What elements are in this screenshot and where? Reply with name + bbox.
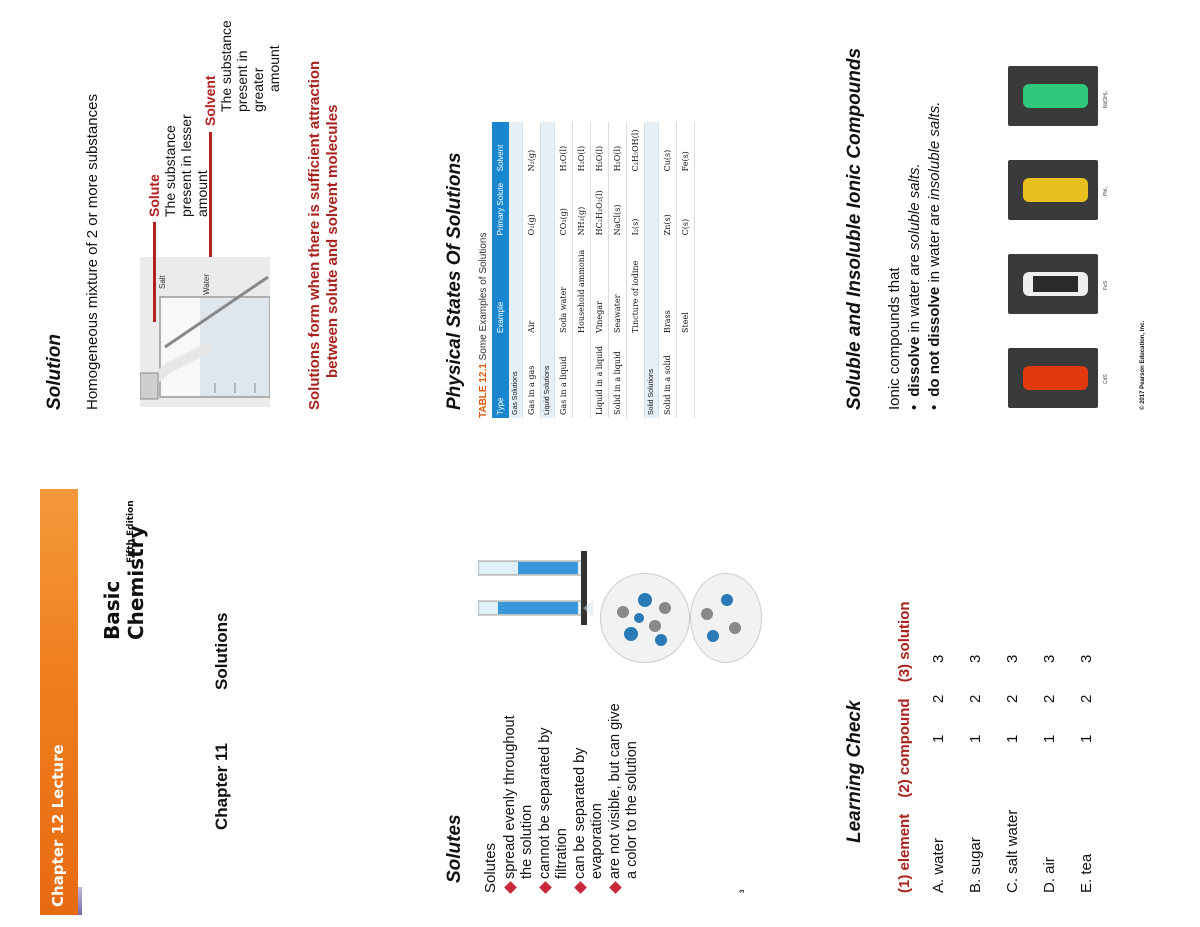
question-row: B. sugar 1 2 3: [967, 654, 984, 893]
slide-title: Solution: [44, 334, 65, 410]
lead-text: Solutes: [482, 842, 499, 893]
solvent-term: Solvent: [202, 75, 218, 126]
particle-sphere-right: [690, 573, 762, 663]
table-header-row: Type Example Primary Solute Solvent: [492, 122, 509, 418]
tube-label: CdS: [1103, 374, 1109, 384]
attraction-note: Solutions form when there is sufficient …: [306, 60, 341, 410]
lecture-bar: Chapter 12 Lecture: [40, 489, 78, 915]
solute-term: Solute: [146, 174, 162, 217]
salt-label: Salt: [158, 275, 167, 289]
insoluble-bullet: do not dissolve in water are insoluble s…: [926, 102, 943, 410]
table-section: Gas Solutions: [509, 122, 523, 418]
slide-learning-check: Learning Check (1) element (2) compound …: [840, 489, 1170, 915]
test-tube-fes: [1008, 254, 1098, 314]
bullet: cannot be separated by filtration: [537, 693, 571, 893]
intro-text: Ionic compounds that: [886, 267, 903, 410]
question-row: C. salt water 1 2 3: [1004, 654, 1021, 893]
answer-categories: (1) element (2) compound (3) solution: [896, 601, 913, 893]
tube-label: Ni(OH)₂: [1103, 90, 1109, 109]
solute-properties: spread evenly throughout the solution ca…: [502, 693, 642, 893]
slide-title: Soluble and Insoluble Ionic Compounds: [844, 47, 865, 410]
solutions-table: TABLE 12.1 Some Examples of Solutions Ty…: [478, 122, 695, 418]
page-number: 3: [740, 889, 746, 893]
table-caption: TABLE 12.1 Some Examples of Solutions: [478, 232, 489, 418]
copyright: © 2017 Pearson Education, Inc.: [1140, 320, 1146, 410]
slide-ionic-compounds: Soluble and Insoluble Ionic Compounds Io…: [840, 12, 1170, 442]
question-row: D. air 1 2 3: [1041, 654, 1058, 893]
bar-decoration: [78, 887, 82, 915]
chapter-number: Chapter 11: [212, 743, 231, 830]
question-row: E. tea 1 2 3: [1078, 654, 1095, 893]
slide-title: Chapter 12 Lecture Basic Chemistry Fifth…: [40, 489, 370, 915]
test-tube-nioh2: [1008, 66, 1098, 126]
slide-solutes: Solutes Solutes spread evenly throughout…: [440, 489, 765, 915]
solute-label: Solute The substance present in lesser a…: [146, 114, 210, 217]
bullet: spread evenly throughout the solution: [502, 693, 536, 893]
tube-label: PbI₂: [1103, 186, 1109, 196]
table-section: Solid Solutions: [644, 122, 659, 418]
slide-title: Physical States Of Solutions: [444, 152, 465, 410]
edition-label: Fifth Edition: [126, 500, 136, 563]
bullet: are not visible, but can give a color to…: [607, 693, 641, 893]
bar-label: Chapter 12 Lecture: [49, 744, 67, 907]
beaker-photo: Salt Water: [139, 257, 271, 407]
soluble-bullet: dissolve in water are soluble salts.: [906, 163, 923, 410]
slide-solution: Solution Homogeneous mixture of 2 or mor…: [40, 12, 370, 442]
bullet: can be separated by evaporation: [572, 693, 606, 893]
particle-sphere-left: [600, 573, 690, 663]
test-tube-pbi2: [1008, 160, 1098, 220]
definition: Homogeneous mixture of 2 or more substan…: [84, 94, 101, 410]
chapter-title: Solutions: [212, 612, 231, 690]
solvent-label: Solvent The substance present in greater…: [202, 12, 282, 126]
slide-physical-states: Physical States Of Solutions TABLE 12.1 …: [440, 12, 765, 442]
slide-title: Solutes: [444, 814, 465, 883]
test-tube-cds: [1008, 348, 1098, 408]
water-label: Water: [202, 273, 211, 295]
filtration-columns: [477, 505, 628, 655]
book-title: Basic Chemistry: [100, 525, 148, 640]
table-section: Liquid Solutions: [540, 122, 555, 418]
question-row: A. water 1 2 3: [930, 654, 947, 893]
slide-title: Learning Check: [844, 700, 865, 843]
solute-pointer: [153, 222, 156, 322]
tube-label: FeS: [1103, 280, 1109, 290]
